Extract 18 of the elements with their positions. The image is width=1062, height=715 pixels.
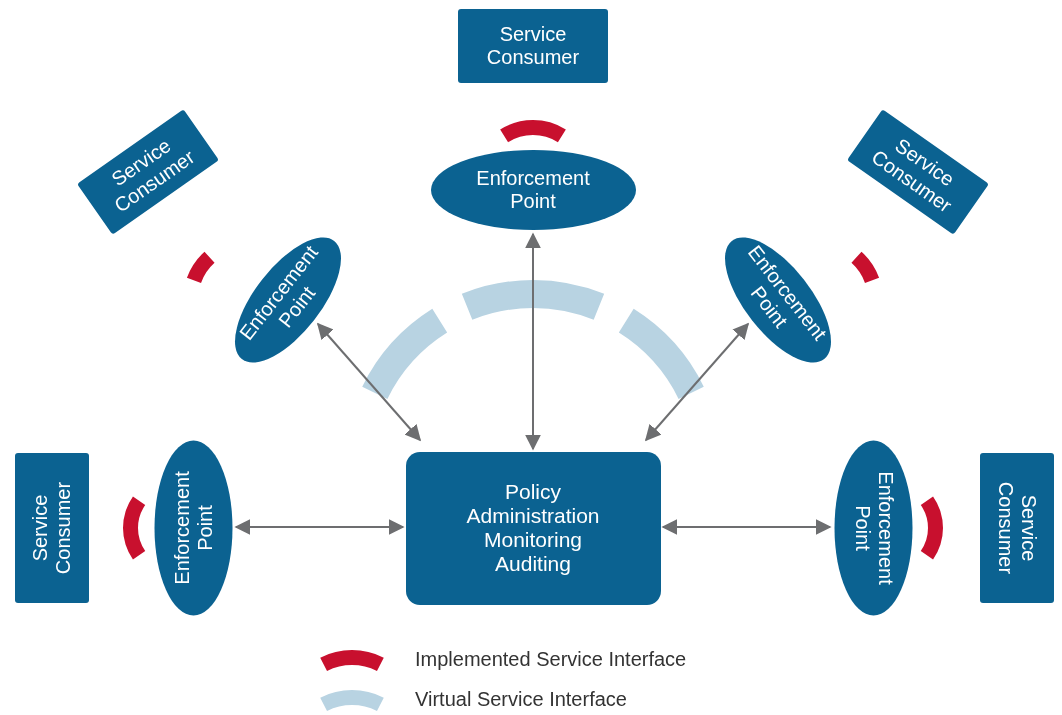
consumer-box (980, 453, 1054, 603)
node-label: Enforcement Point (475, 167, 591, 213)
consumer-box (458, 9, 608, 83)
node-label: Enforcement Point (170, 470, 216, 587)
double-arrow (316, 322, 422, 442)
node-label: Enforcement Point (850, 470, 896, 587)
double-arrow (525, 232, 541, 451)
node-label: Service Consumer (485, 23, 581, 69)
legend-label: Implemented Service Interface (415, 648, 687, 671)
double-arrow (644, 322, 750, 442)
double-arrow (661, 519, 832, 535)
node-label: Policy Administration Monitoring Auditing (465, 479, 601, 577)
double-arrow (234, 519, 405, 535)
node-label: Service Consumer (994, 480, 1040, 577)
legend-label: Virtual Service Interface (415, 688, 627, 711)
policy-box (405, 451, 661, 605)
consumer-box (15, 453, 89, 603)
node-label: Service Consumer (29, 480, 75, 577)
